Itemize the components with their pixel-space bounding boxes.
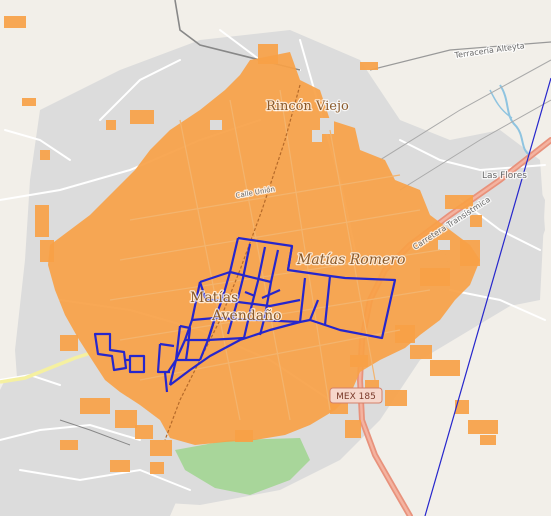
highway-shield: MEX 185 [329,387,383,404]
label-matias-romero-center-line2: Avendaño [211,308,282,324]
label-matias-romero: Matías Romero [296,252,405,268]
label-las-flores: Las Flores [482,171,527,181]
secondary-road [0,348,101,384]
boundary-line [424,77,551,516]
highway-shield-box [329,387,383,404]
label-rincon-viejo: Rincón Viejo [266,99,349,114]
highway-shield-label: MEX 185 [336,392,376,402]
label-matias-romero-center-line1: Matías [190,290,238,306]
park-area [175,438,310,495]
street-grid [109,89,441,421]
blue-route-network [93,236,397,393]
railway-town [164,84,301,441]
river [499,84,531,156]
